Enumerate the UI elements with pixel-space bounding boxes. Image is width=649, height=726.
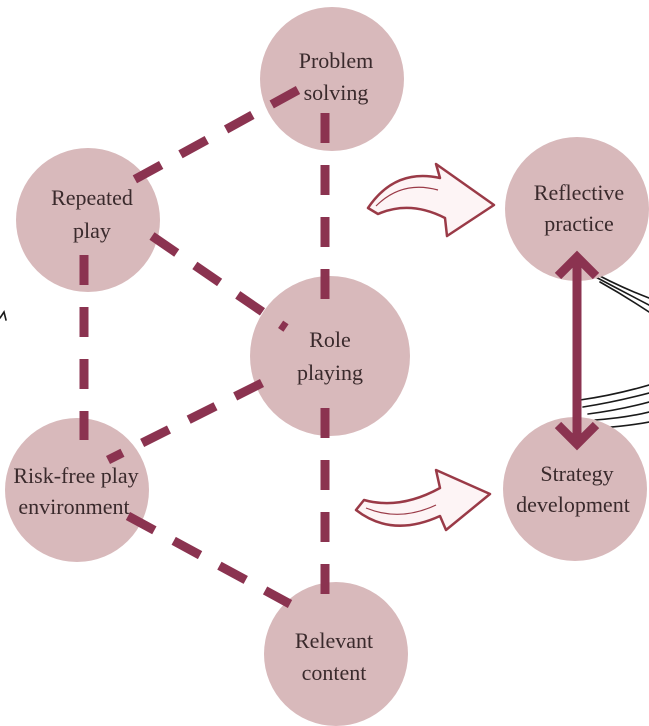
risk-free-label: Risk-free play bbox=[13, 463, 138, 488]
risk-free-label-2: environment bbox=[18, 494, 129, 519]
strategy-development-circle bbox=[503, 417, 647, 561]
node-circles bbox=[5, 7, 649, 726]
relevant-content-circle bbox=[264, 582, 408, 726]
relevant-content-label: Relevant bbox=[295, 628, 373, 653]
curved-arrow-upper bbox=[366, 162, 496, 238]
repeated-play-circle bbox=[16, 148, 160, 292]
double-arrow-head-top bbox=[554, 250, 600, 280]
reflective-practice-label-2: practice bbox=[544, 211, 614, 236]
problem-solving-circle bbox=[260, 7, 404, 151]
repeated-play-label: Repeated bbox=[51, 185, 133, 210]
double-headed-arrow bbox=[554, 250, 600, 451]
double-arrow-head-bottom bbox=[554, 421, 600, 451]
dashed-connectors bbox=[79, 86, 330, 616]
connector-problem-repeated bbox=[127, 86, 301, 186]
node-labels: Problem solving Repeated play Role playi… bbox=[13, 48, 629, 685]
role-playing-label-2: playing bbox=[297, 360, 363, 385]
strategy-development-label: Strategy bbox=[540, 461, 613, 486]
connector-role-risk bbox=[105, 378, 265, 465]
problem-solving-label-2: solving bbox=[304, 80, 369, 105]
risk-free-circle bbox=[5, 418, 149, 562]
reflective-practice-label: Reflective bbox=[534, 180, 624, 205]
role-playing-label: Role bbox=[309, 327, 351, 352]
relevant-content-label-2: content bbox=[302, 660, 367, 685]
problem-solving-label: Problem bbox=[299, 48, 374, 73]
role-playing-circle bbox=[250, 276, 410, 436]
connector-repeated-role bbox=[149, 232, 289, 332]
connector-risk-relevant bbox=[125, 512, 293, 608]
curved-arrow-lower bbox=[354, 468, 492, 532]
repeated-play-label-2: play bbox=[73, 218, 111, 243]
strategy-development-label-2: development bbox=[516, 492, 630, 517]
reflective-practice-circle bbox=[505, 137, 649, 281]
